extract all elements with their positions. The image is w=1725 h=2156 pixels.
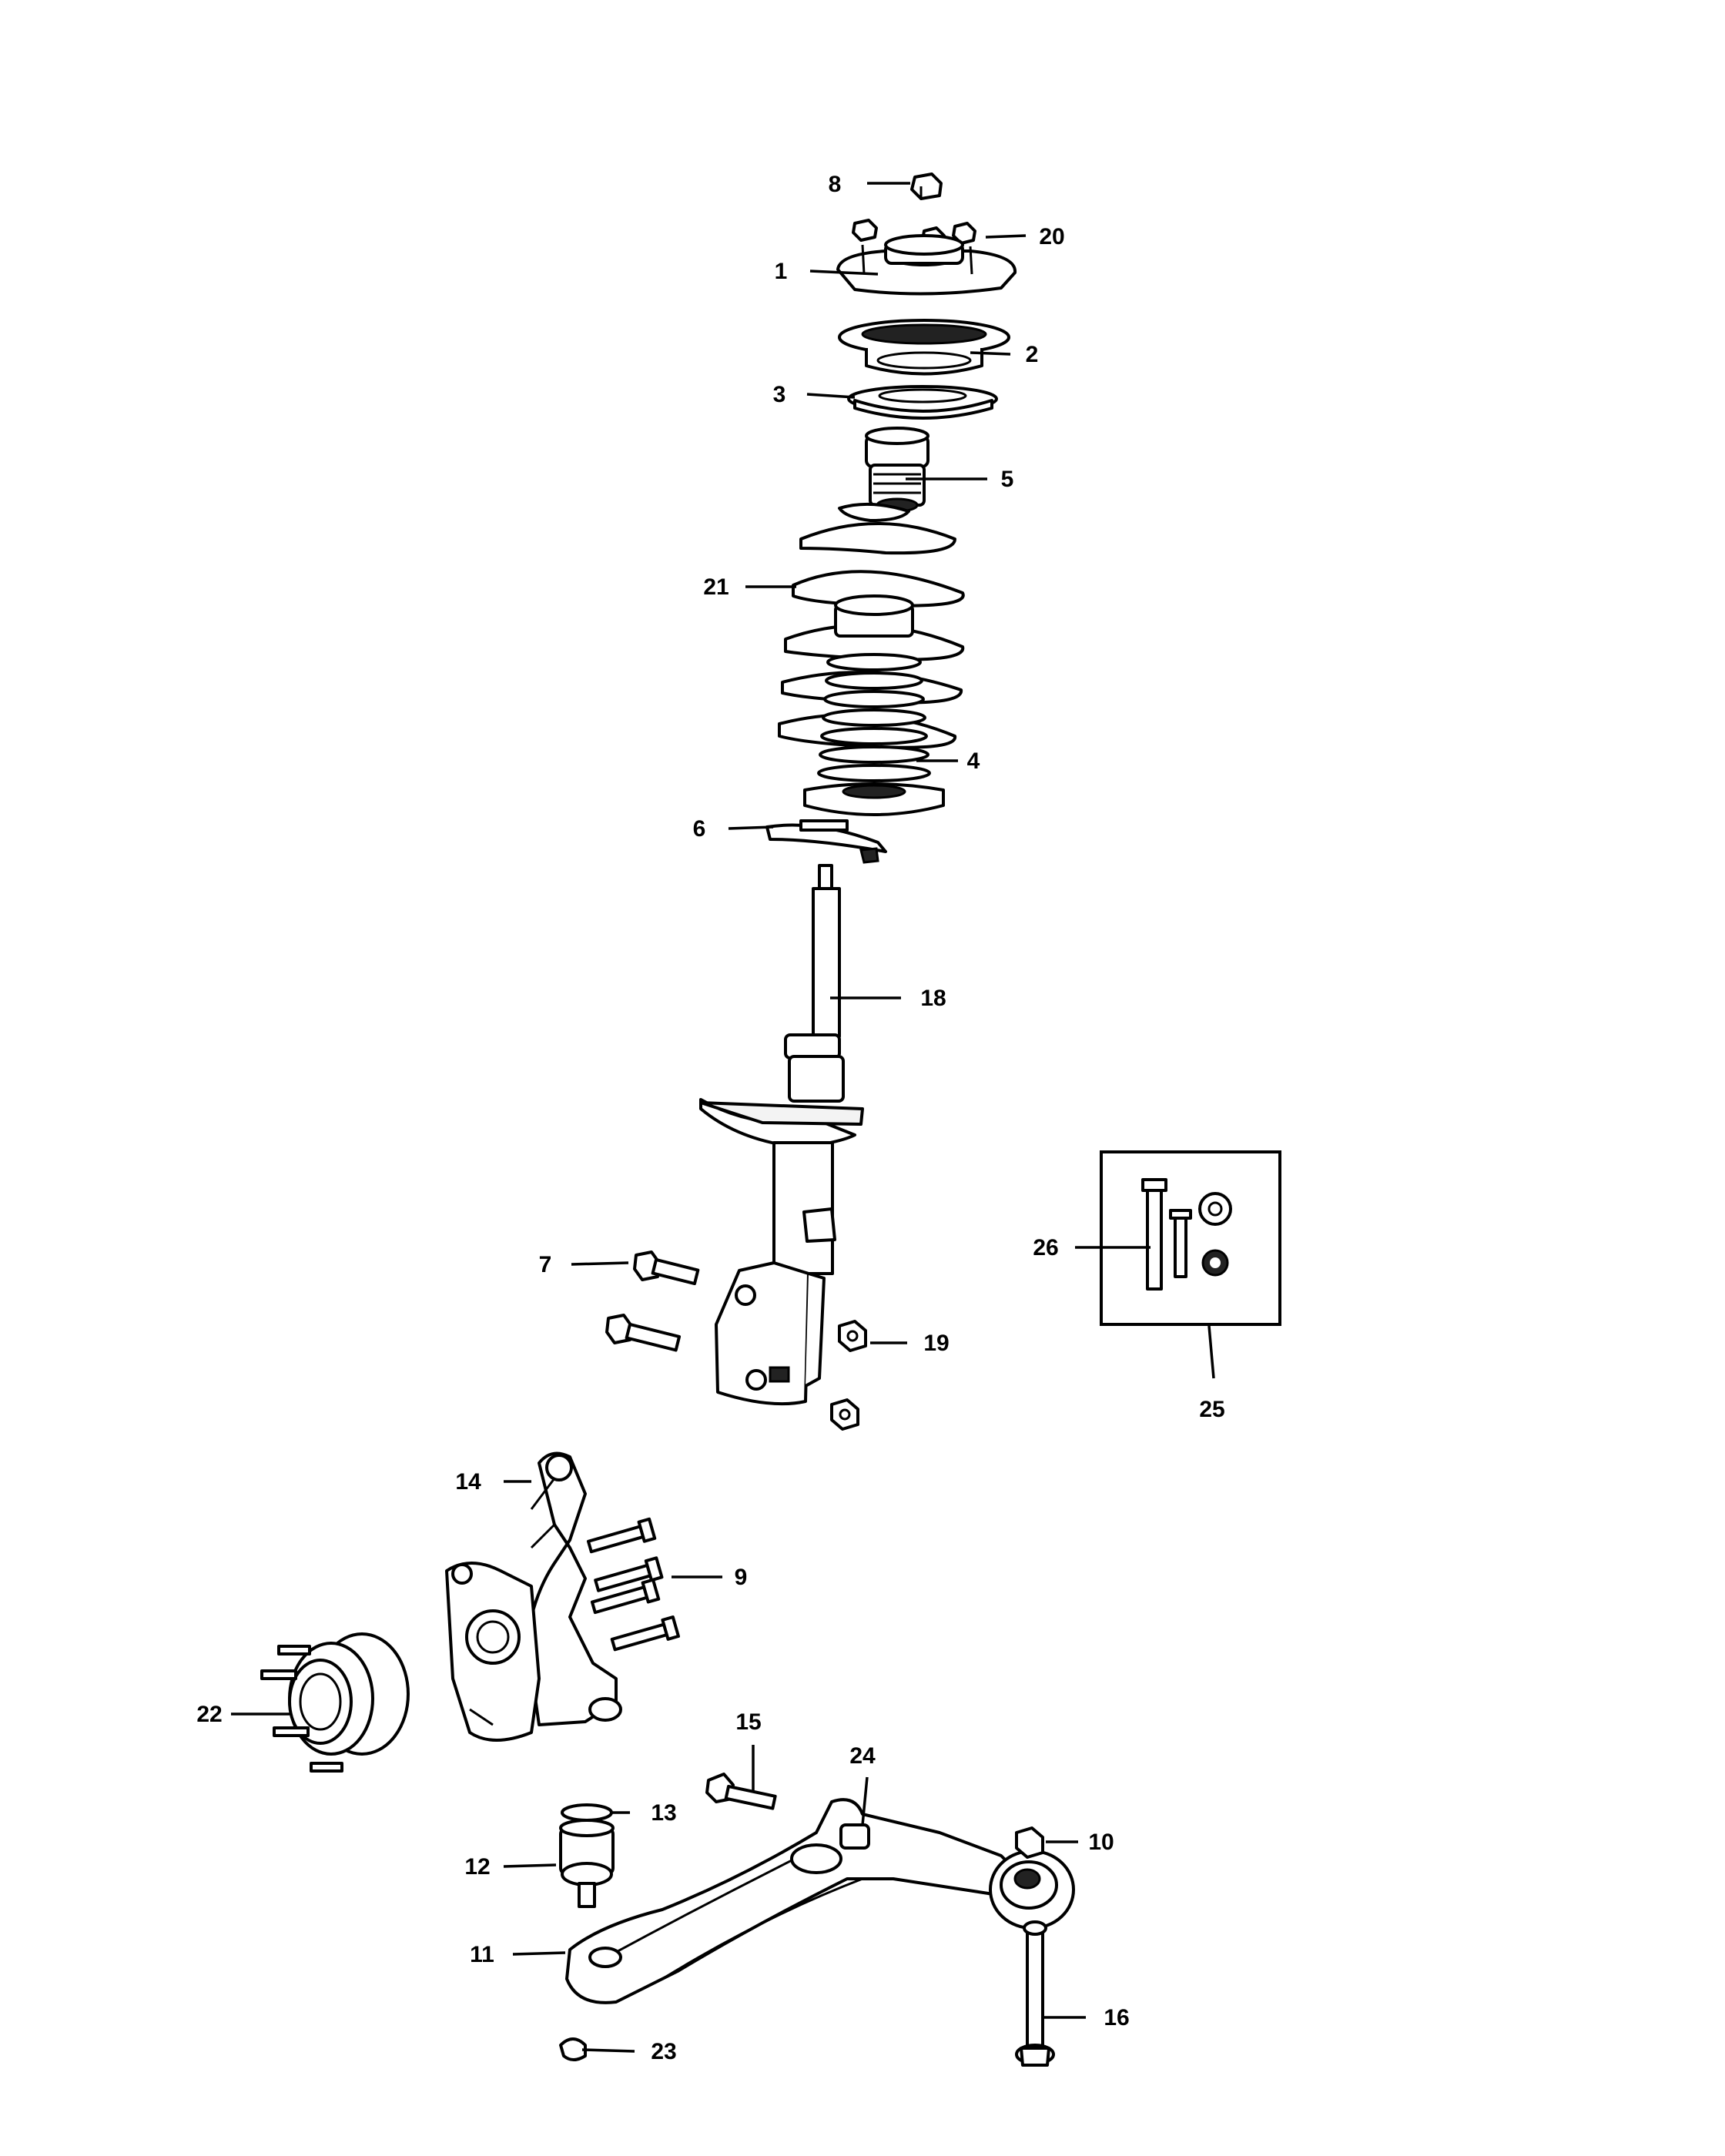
part-22-hub-bearing — [260, 1632, 410, 1773]
callout-2: 2 — [1026, 342, 1039, 367]
callout-numbers: 8 20 1 2 3 5 21 4 6 18 7 19 26 25 14 9 2… — [196, 172, 1224, 2064]
callout-26: 26 — [1033, 1235, 1058, 1260]
part-8-strut-nut — [910, 172, 943, 200]
part-14-steering-knuckle — [445, 1451, 622, 1742]
callout-4: 4 — [967, 748, 980, 774]
part-19-strut-nuts — [830, 1320, 867, 1431]
part-16-control-arm-bolt — [1015, 1920, 1055, 2067]
leader-lines — [231, 182, 1215, 2053]
part-18-strut-assembly — [699, 864, 864, 1406]
callout-9: 9 — [735, 1565, 748, 1590]
part-9-knuckle-bolts — [586, 1517, 680, 1652]
part-15-control-arm-bolt — [705, 1773, 777, 1810]
callout-1: 1 — [775, 259, 788, 284]
callout-24: 24 — [849, 1743, 876, 1769]
part-13-snap-ring — [561, 1803, 613, 1822]
callout-8: 8 — [829, 172, 842, 197]
part-1-upper-strut-mount — [836, 234, 1017, 296]
part-10-control-arm-nut — [1015, 1826, 1044, 1859]
part-3-spring-isolator — [847, 385, 998, 420]
callout-18: 18 — [920, 986, 946, 1011]
part-2-spring-seat — [838, 319, 1010, 376]
callout-7: 7 — [539, 1252, 552, 1277]
callout-10: 10 — [1088, 1830, 1114, 1855]
callout-23: 23 — [651, 2039, 676, 2064]
part-24-control-arm-bushing — [839, 1823, 870, 1850]
callout-21: 21 — [703, 574, 729, 600]
part-25-hardware-kit — [1100, 1150, 1281, 1326]
part-7-strut-bolts — [605, 1250, 700, 1352]
callout-16: 16 — [1104, 2005, 1129, 2030]
callout-13: 13 — [651, 1800, 676, 1826]
callout-5: 5 — [1001, 467, 1014, 492]
callout-11: 11 — [470, 1942, 494, 1967]
part-4-dust-boot — [803, 594, 945, 816]
callout-14: 14 — [455, 1469, 481, 1495]
callout-12: 12 — [464, 1854, 490, 1880]
part-6-lower-spring-isolator — [765, 819, 887, 864]
part-11-lower-control-arm — [565, 1798, 1075, 2004]
callout-22: 22 — [196, 1702, 222, 1727]
part-12-ball-joint — [559, 1819, 615, 1908]
callout-25: 25 — [1199, 1397, 1224, 1422]
callout-6: 6 — [693, 816, 706, 842]
callout-3: 3 — [773, 382, 786, 407]
callout-15: 15 — [735, 1709, 761, 1735]
callout-20: 20 — [1039, 224, 1064, 249]
part-23-retaining-clip — [559, 2037, 587, 2061]
callout-19: 19 — [923, 1331, 949, 1356]
part-5-jounce-bumper — [865, 427, 929, 513]
